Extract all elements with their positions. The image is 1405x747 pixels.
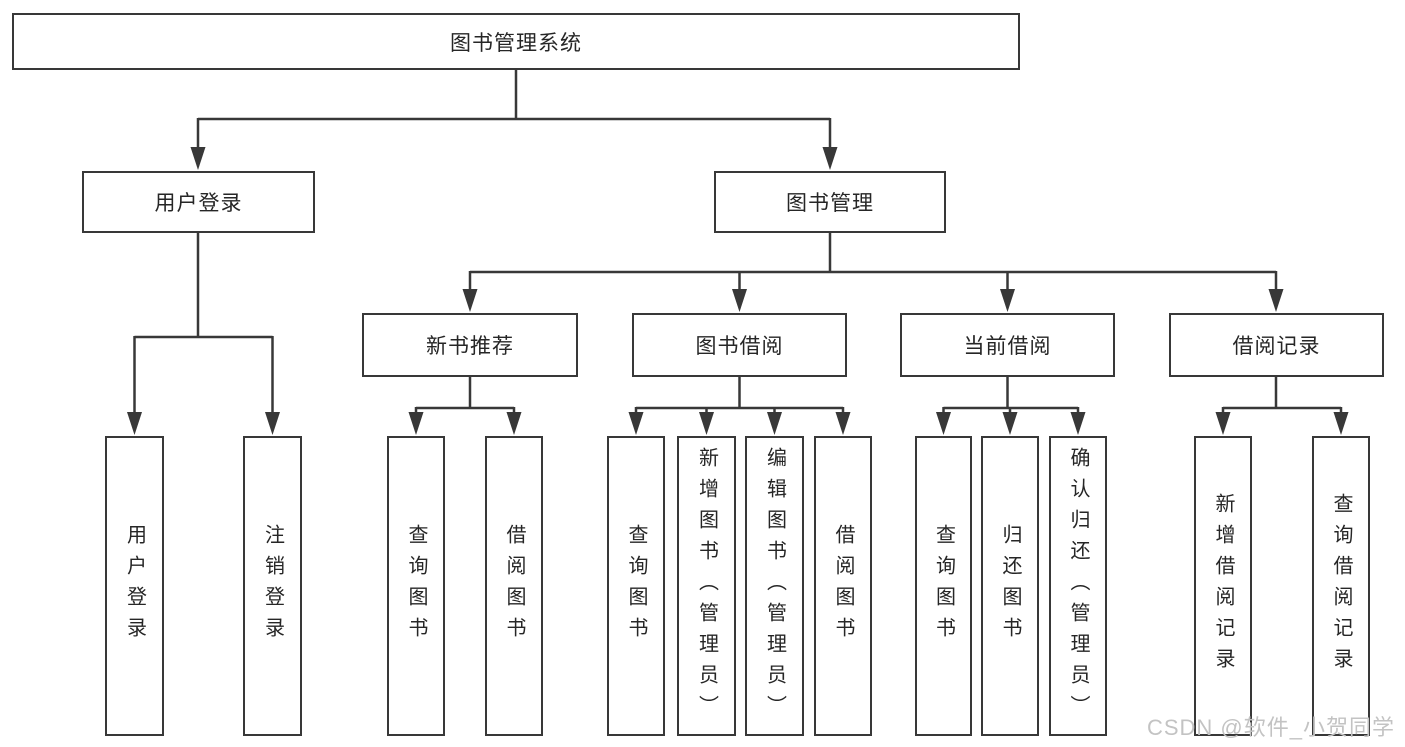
node-label: 新增图书（管理员） xyxy=(695,446,718,726)
node-label: 用户登录 xyxy=(123,524,146,648)
node-label: 查询图书 xyxy=(405,524,427,648)
node-library-management-system: 图书管理系统 xyxy=(12,13,1020,70)
node-add-book-admin: 新增图书（管理员） xyxy=(677,436,736,736)
node-query-books-current: 查询图书 xyxy=(915,436,972,736)
node-label: 图书借阅 xyxy=(695,335,784,358)
node-logout: 注销登录 xyxy=(243,436,302,736)
node-borrow-records: 借阅记录 xyxy=(1169,313,1384,377)
connector-book-borrow xyxy=(634,377,845,414)
node-label: 图书管理系统 xyxy=(450,31,582,55)
node-confirm-return-admin: 确认归还（管理员） xyxy=(1049,436,1107,736)
node-label: 查询图书 xyxy=(932,524,955,648)
arrowheads xyxy=(127,147,1349,435)
node-borrow-books-leaf: 借阅图书 xyxy=(814,436,872,736)
node-query-borrow-record: 查询借阅记录 xyxy=(1312,436,1370,736)
node-query-books-recommend: 查询图书 xyxy=(387,436,445,736)
node-user-login-leaf: 用户登录 xyxy=(105,436,164,736)
node-label: 编辑图书（管理员） xyxy=(763,446,786,726)
node-book-management: 图书管理 xyxy=(714,171,946,233)
node-label: 查询图书 xyxy=(625,524,647,648)
node-user-login: 用户登录 xyxy=(82,171,315,233)
connector-new-book xyxy=(414,377,516,414)
connector-book-management xyxy=(468,233,1278,291)
node-label: 归还图书 xyxy=(999,524,1021,648)
node-query-books-borrow: 查询图书 xyxy=(607,436,665,736)
node-return-books: 归还图书 xyxy=(981,436,1039,736)
connector-borrow-records xyxy=(1221,377,1343,414)
node-current-borrow: 当前借阅 xyxy=(900,313,1115,377)
csdn-watermark: CSDN @软件_小贺同学 xyxy=(1146,715,1395,740)
node-label: 借阅图书 xyxy=(503,524,525,648)
node-label: 注销登录 xyxy=(261,524,284,648)
node-borrow-books-recommend: 借阅图书 xyxy=(485,436,543,736)
node-add-borrow-record: 新增借阅记录 xyxy=(1194,436,1252,736)
node-label: 当前借阅 xyxy=(963,335,1052,358)
node-label: 用户登录 xyxy=(154,192,243,215)
node-book-borrow: 图书借阅 xyxy=(632,313,847,377)
node-label: 借阅记录 xyxy=(1232,335,1321,358)
connector-current-borrow xyxy=(942,377,1080,414)
node-new-book-recommend: 新书推荐 xyxy=(362,313,578,377)
node-label: 借阅图书 xyxy=(832,524,854,648)
node-label: 确认归还（管理员） xyxy=(1067,446,1089,726)
node-label: 新增借阅记录 xyxy=(1212,493,1234,679)
node-label: 图书管理 xyxy=(786,192,874,215)
connector-root-stem xyxy=(196,70,832,149)
connector-user-login xyxy=(133,233,274,414)
node-label: 查询借阅记录 xyxy=(1330,493,1352,679)
node-label: 新书推荐 xyxy=(426,335,514,358)
node-edit-book-admin: 编辑图书（管理员） xyxy=(745,436,804,736)
